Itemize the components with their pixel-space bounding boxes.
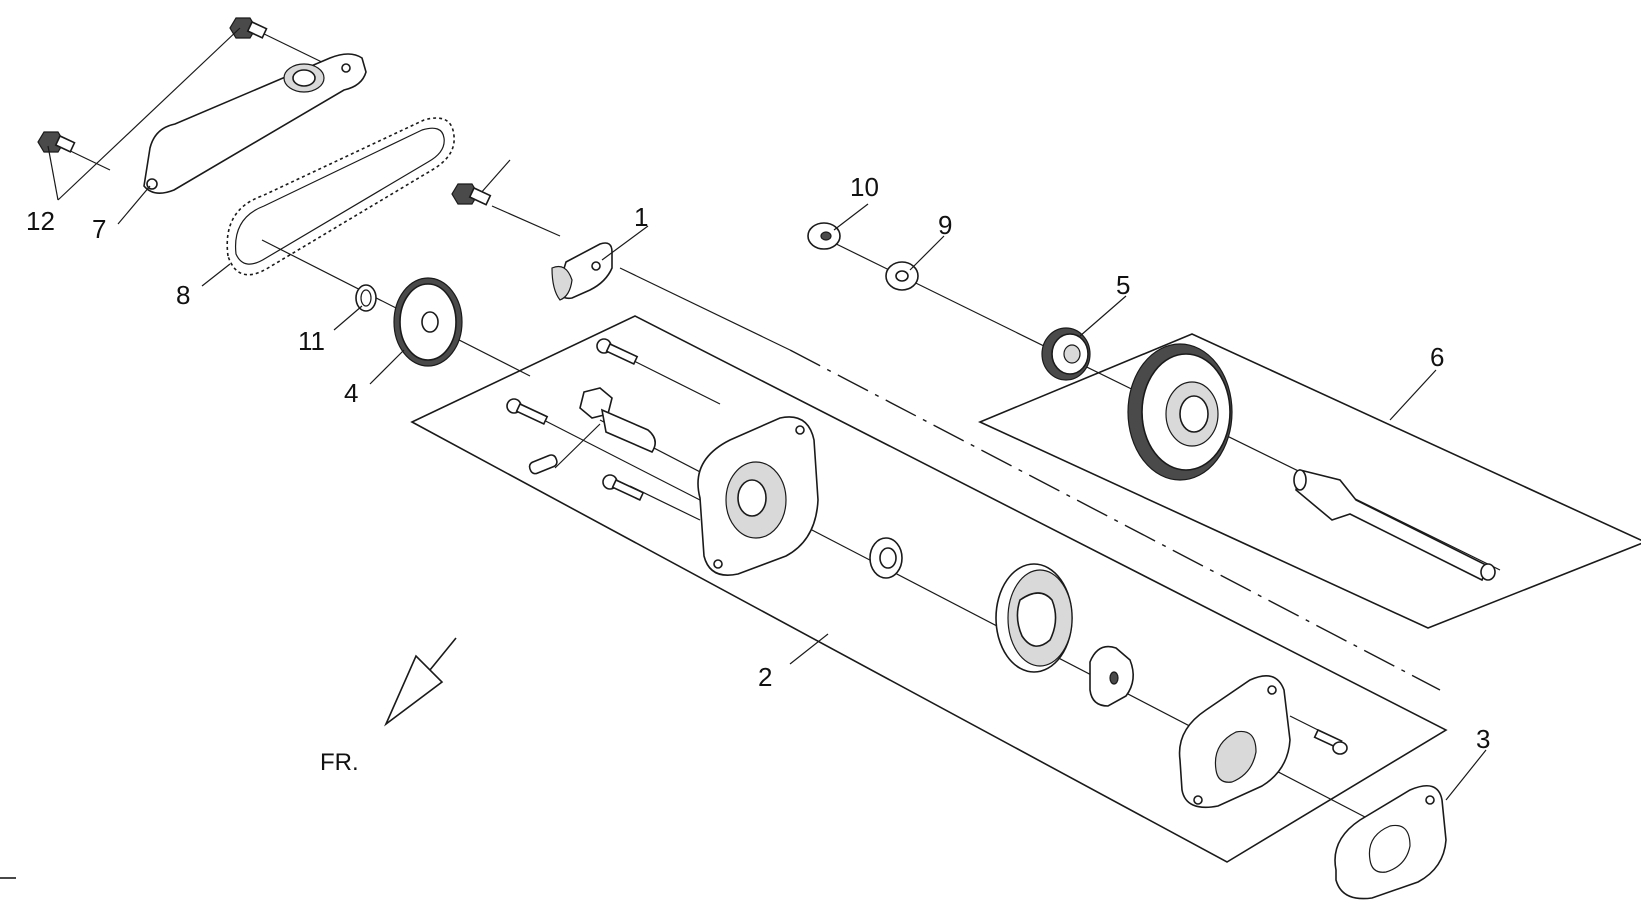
leader-1 xyxy=(601,225,649,261)
drive-chain xyxy=(226,117,455,276)
leader-9 xyxy=(909,235,945,271)
front-direction-arrow xyxy=(384,637,457,727)
callout-3: 3 xyxy=(1476,724,1490,754)
chain-guide-bracket xyxy=(143,53,367,194)
leader-11 xyxy=(333,305,363,331)
axis-pin-top xyxy=(619,353,721,405)
driven-gear-6 xyxy=(1127,343,1233,481)
callout-6: 6 xyxy=(1430,342,1444,372)
nut-10 xyxy=(807,222,841,250)
bolt-12-top xyxy=(229,17,268,39)
callout-11: 11 xyxy=(298,326,325,356)
leader-10 xyxy=(833,203,869,231)
pump-spindle xyxy=(579,387,656,454)
axis-pin-mid xyxy=(527,411,701,501)
leader-12b xyxy=(47,145,59,201)
callout-4: 4 xyxy=(344,378,358,408)
oil-pump-shaft xyxy=(1293,469,1496,582)
pin-screw-low xyxy=(602,474,645,501)
callout-12: 12 xyxy=(26,206,55,236)
circlip-11 xyxy=(355,284,377,312)
leader-7 xyxy=(117,185,151,225)
bolt-12-left xyxy=(37,131,76,153)
leader-12a xyxy=(57,27,241,201)
inner-rotor xyxy=(1089,645,1134,707)
leader-2 xyxy=(789,633,829,665)
axis-bracket-top xyxy=(255,29,331,67)
axis-lock-plate xyxy=(619,267,791,351)
axis-dowel xyxy=(554,423,601,469)
leader-3 xyxy=(1445,749,1487,801)
pump-cover xyxy=(1178,674,1291,809)
bolt-1 xyxy=(451,183,492,206)
pin-screw-mid xyxy=(506,398,549,425)
collar-5 xyxy=(1041,327,1091,381)
callout-2: 2 xyxy=(758,662,772,692)
group-box-6 xyxy=(978,333,1641,629)
axis-bolt-tail xyxy=(479,159,511,195)
axis-main-dashed xyxy=(789,349,1441,691)
callout-7: 7 xyxy=(92,214,106,244)
pump-body xyxy=(697,416,819,576)
leader-5 xyxy=(1079,295,1127,337)
group-box-2 xyxy=(410,315,1448,863)
leader-4 xyxy=(369,349,405,385)
axis-bolt-1 xyxy=(491,205,561,237)
leader-6 xyxy=(1389,369,1437,421)
cover-screw xyxy=(1313,728,1348,755)
thrust-washer xyxy=(869,537,903,579)
pin-screw-top xyxy=(596,338,639,365)
sprocket-4 xyxy=(393,277,463,367)
washer-9 xyxy=(885,261,919,291)
gasket-3 xyxy=(1334,784,1447,900)
callout-9: 9 xyxy=(938,210,952,240)
lock-plate-1 xyxy=(551,242,613,301)
callout-10: 10 xyxy=(850,172,879,202)
front-direction-label: FR. xyxy=(320,749,359,776)
leader-8 xyxy=(201,263,231,287)
dowel-pin xyxy=(528,454,558,475)
callout-1: 1 xyxy=(634,202,648,232)
callout-5: 5 xyxy=(1116,270,1130,300)
callout-8: 8 xyxy=(176,280,190,310)
outer-rotor xyxy=(995,563,1073,673)
